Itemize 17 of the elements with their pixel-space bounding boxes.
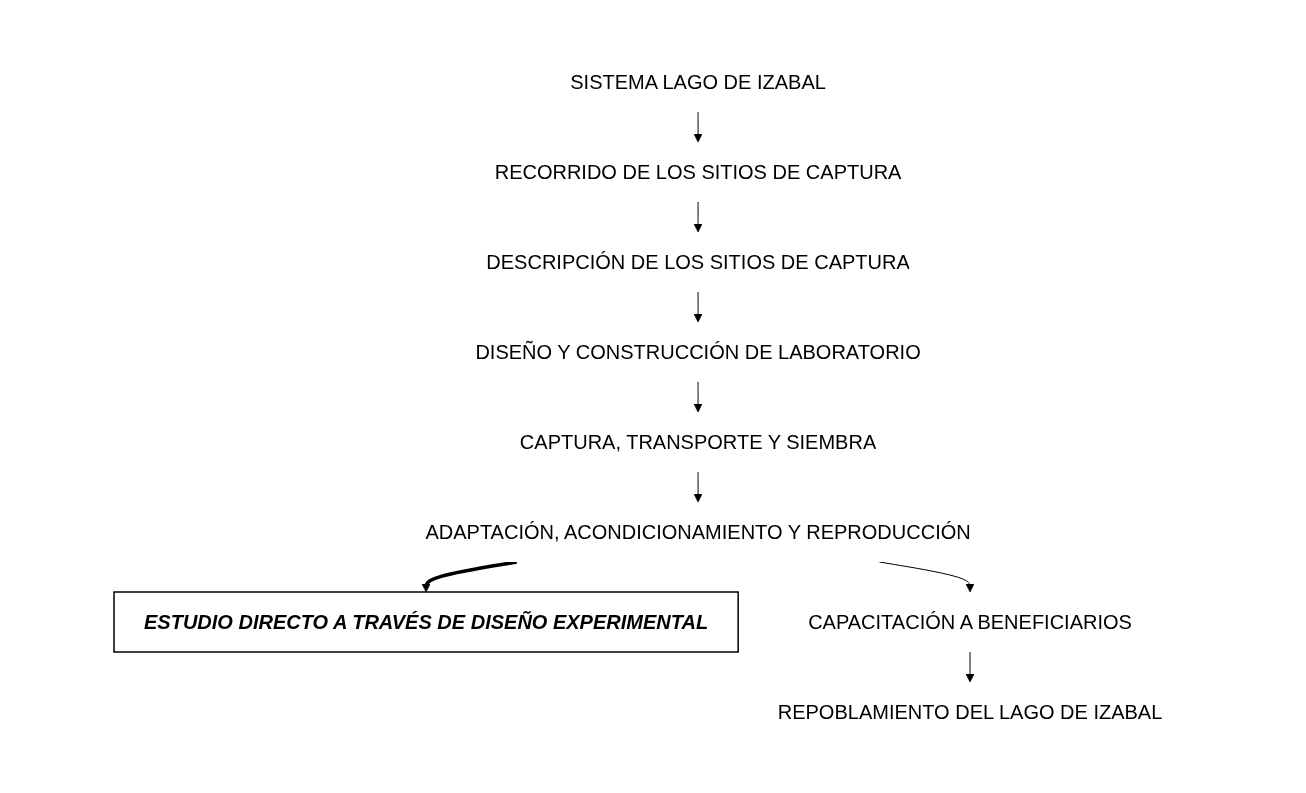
node-text: CAPTURA, TRANSPORTE Y SIEMBRA bbox=[519, 430, 877, 453]
arrow bbox=[693, 291, 703, 322]
node-text: RECORRIDO DE LOS SITIOS DE CAPTURA bbox=[494, 160, 902, 183]
arrow bbox=[878, 561, 975, 592]
node-text: ADAPTACIÓN, ACONDICIONAMIENTO Y REPRODUCCIÓN bbox=[425, 520, 971, 543]
arrow bbox=[693, 471, 703, 502]
node-text: REPOBLAMIENTO DEL LAGO DE IZABAL bbox=[777, 700, 1163, 723]
arrow bbox=[693, 381, 703, 412]
node-text: DESCRIPCIÓN DE LOS SITIOS DE CAPTURA bbox=[486, 250, 910, 273]
arrow bbox=[693, 111, 703, 142]
node-text: SISTEMA LAGO DE IZABAL bbox=[570, 70, 826, 93]
arrow bbox=[421, 559, 517, 592]
node-box: ESTUDIO DIRECTO A TRAVÉS DE DISEÑO EXPERIMENTAL bbox=[113, 590, 739, 653]
node-text: DISEÑO Y CONSTRUCCIÓN DE LABORATORIO bbox=[475, 340, 921, 363]
node-text: CAPACITACIÓN A BENEFICIARIOS bbox=[807, 610, 1132, 633]
arrow bbox=[693, 201, 703, 232]
arrow bbox=[965, 651, 975, 682]
